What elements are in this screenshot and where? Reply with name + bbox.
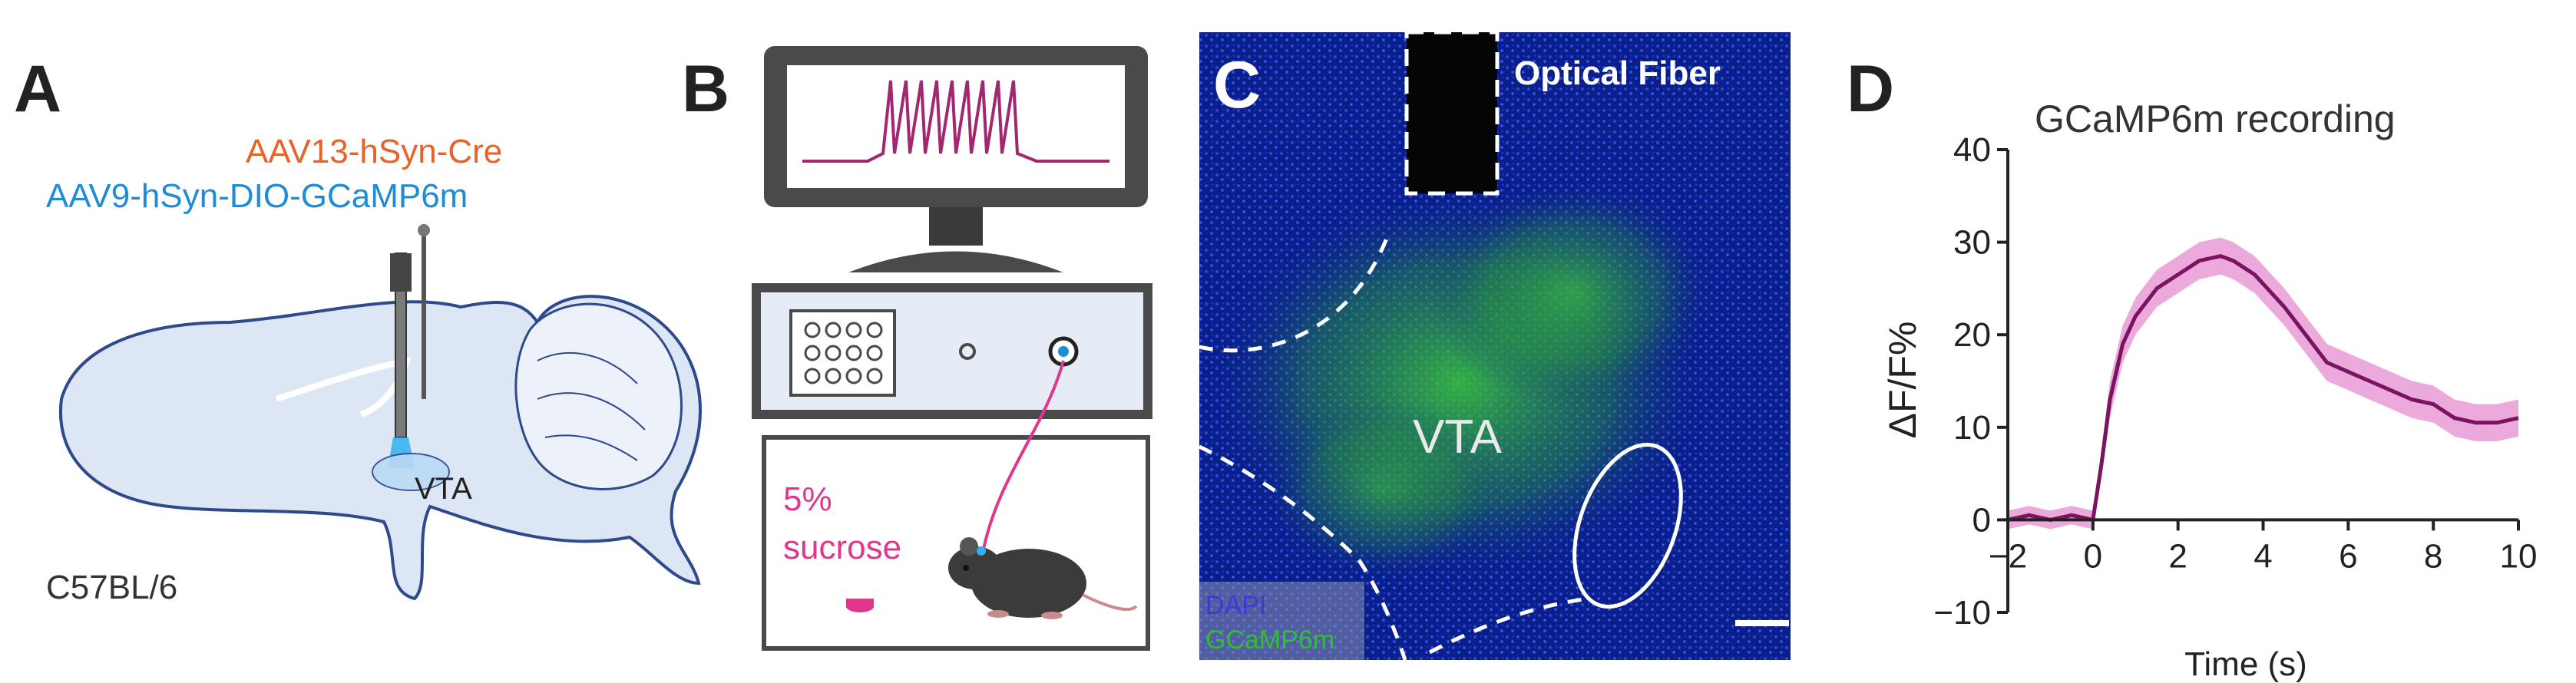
y-tick-label: 20 bbox=[1953, 316, 1991, 354]
x-tick-label: 10 bbox=[2500, 537, 2538, 575]
fiber-ferrule bbox=[390, 253, 412, 292]
legend-box bbox=[1199, 582, 1364, 660]
cerebellum-folds bbox=[537, 352, 646, 461]
x-tick-label: 4 bbox=[2254, 537, 2272, 575]
x-axis-label: Time (s) bbox=[2184, 645, 2307, 683]
series-line bbox=[2007, 254, 2519, 523]
behavior-arena bbox=[762, 435, 1150, 651]
mouse-illustration bbox=[948, 537, 1138, 619]
spike-trace bbox=[802, 80, 1109, 163]
y-tick-label: −10 bbox=[1933, 594, 1991, 632]
monitor-stand bbox=[848, 251, 1063, 272]
y-tick-label: 10 bbox=[1953, 409, 1991, 447]
x-tick-label: 8 bbox=[2424, 537, 2442, 575]
sucrose-dish-body bbox=[846, 599, 874, 608]
boundary-dashed-3 bbox=[1428, 596, 1590, 655]
needle-hub bbox=[418, 224, 430, 236]
roi-ellipse bbox=[1572, 442, 1683, 609]
legend-dapi: DAPI bbox=[1205, 591, 1266, 620]
error-band bbox=[2008, 237, 2518, 530]
fiber-outline bbox=[1404, 32, 1500, 196]
y-tick-label: 30 bbox=[1953, 224, 1991, 262]
x-tick-label: 2 bbox=[2168, 537, 2187, 575]
y-axis-label: ΔF/F% bbox=[1881, 322, 1924, 439]
panel-c-letter: C bbox=[1213, 48, 1261, 122]
panel-b-letter: B bbox=[682, 52, 729, 126]
panel-d-letter: D bbox=[1847, 52, 1894, 126]
chart-title: GCaMP6m recording bbox=[2035, 97, 2396, 140]
fiber-track bbox=[1407, 32, 1497, 193]
fiber-port-light bbox=[1058, 346, 1069, 357]
microscopy-image bbox=[1199, 32, 1791, 660]
virus-gcamp-label: AAV9-hSyn-DIO-GCaMP6m bbox=[46, 177, 468, 215]
panel-c: C Optical Fiber VTA DAPI GCaMP6m bbox=[1199, 32, 1791, 660]
vta-region bbox=[372, 453, 450, 491]
stimulus-line1: 5% bbox=[783, 480, 832, 518]
strain-label: C57BL/6 bbox=[46, 569, 177, 606]
boundary-dashed-1 bbox=[1199, 229, 1392, 353]
x-tick-label: −2 bbox=[1989, 537, 2027, 575]
fiber-label: Optical Fiber bbox=[1514, 54, 1721, 92]
panel-a-letter: A bbox=[14, 52, 61, 126]
x-tick-label: 0 bbox=[2084, 537, 2102, 575]
stimulus-line2: sucrose bbox=[783, 529, 901, 566]
device-knob bbox=[959, 343, 976, 360]
scale-bar bbox=[1735, 620, 1789, 626]
cerebellum-illustration bbox=[514, 302, 683, 490]
boundary-dashed-2 bbox=[1199, 444, 1407, 660]
vta-label-c: VTA bbox=[1413, 411, 1503, 464]
x-tick-label: 6 bbox=[2339, 537, 2357, 575]
virus-cre-label: AAV13-hSyn-Cre bbox=[246, 133, 502, 170]
vta-label-a: VTA bbox=[415, 472, 472, 506]
panel-b: B 5% sucrose bbox=[682, 46, 1152, 651]
monitor-neck bbox=[929, 207, 983, 246]
panel-a: A AAV13-hSyn-Cre AAV9-hSyn-DIO-GCaMP6m V… bbox=[14, 52, 702, 606]
legend-gcamp: GCaMP6m bbox=[1205, 625, 1334, 655]
device-port-grid bbox=[804, 322, 883, 384]
y-tick-label: 40 bbox=[1953, 131, 1991, 169]
y-tick-label: 0 bbox=[1973, 501, 1991, 539]
patch-cord bbox=[981, 360, 1065, 553]
